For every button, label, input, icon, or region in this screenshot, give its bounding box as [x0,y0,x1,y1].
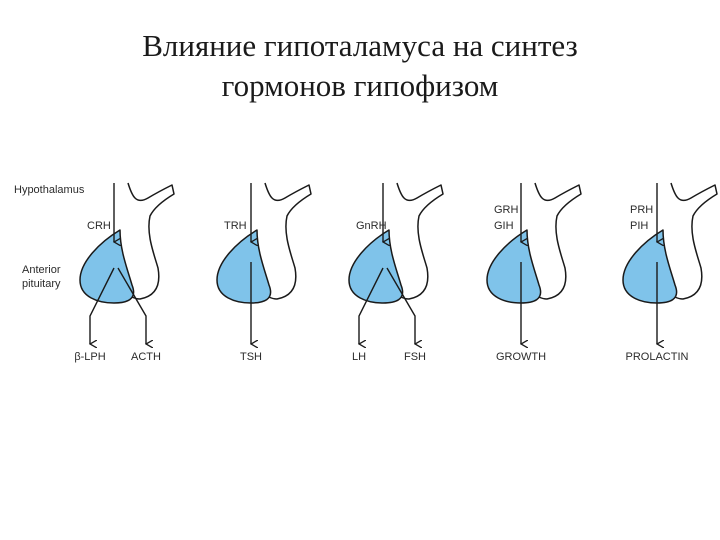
posterior-lobe-outline [264,182,312,300]
anterior-pituitary-lobe [79,229,135,304]
slide-title: Влияние гипоталамуса на синтез гормонов … [0,26,720,106]
posterior-lobe-outline [396,182,444,300]
anterior-pituitary-lobe [486,229,542,304]
anterior-pituitary-lobe [216,229,272,304]
product-hormone-label: FSH [404,351,426,363]
releasing-hormone-label: TRH [224,220,247,232]
posterior-lobe-outline [127,182,175,300]
product-arrow-right [117,267,146,344]
panel-1: CRH β-LPH ACTH [74,182,175,363]
anterior-pituitary-lobe [348,229,404,304]
product-hormone-label: β-LPH [74,351,105,363]
panel-3: GnRH LH FSH [348,182,444,363]
title-line-1: Влияние гипоталамуса на синтез [142,28,578,63]
product-arrow-right [386,267,415,344]
releasing-hormone-label: GnRH [356,220,387,232]
hypothalamus-label: Hypothalamus [14,184,85,196]
product-hormone-label: ACTH [131,351,161,363]
releasing-hormone-label: GIH [494,220,514,232]
panels-group: CRH β-LPH ACTH TRH TSH GnRH LH FSH GRH GIH GROWTH P… [74,182,718,363]
posterior-lobe-outline [670,182,718,300]
product-hormone-label: LH [352,351,366,363]
product-hormone-label: PROLACTIN [626,351,689,363]
product-arrow-left [359,267,384,344]
anterior-pituitary-label-2: pituitary [22,278,61,290]
releasing-hormone-label: PIH [630,220,648,232]
panel-2: TRH TSH [216,182,312,363]
anterior-pituitary-lobe [622,229,678,304]
releasing-hormone-label: GRH [494,204,519,216]
product-arrow-left [90,267,115,344]
title-line-2: гормонов гипофизом [221,68,499,103]
releasing-hormone-label: PRH [630,204,653,216]
anterior-pituitary-label-1: Anterior [22,264,61,276]
product-hormone-label: TSH [240,351,262,363]
posterior-lobe-outline [534,182,582,300]
panel-5: PRH PIH PROLACTIN [622,182,718,363]
releasing-hormone-label: CRH [87,220,111,232]
product-hormone-label: GROWTH [496,351,546,363]
panel-4: GRH GIH GROWTH [486,182,582,363]
